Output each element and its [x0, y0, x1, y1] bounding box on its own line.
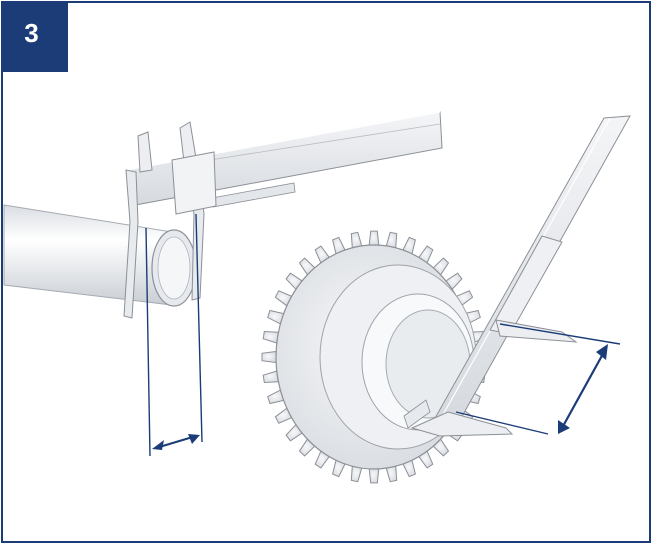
gear-tooth	[368, 468, 380, 484]
gear-tooth	[350, 231, 363, 249]
gear	[261, 230, 487, 484]
step-number: 3	[24, 18, 39, 48]
gear-tooth	[262, 370, 279, 384]
gear-tooth	[261, 350, 277, 364]
gear-tooth	[385, 231, 398, 249]
shaft	[3, 204, 197, 307]
shaft-dimension	[145, 213, 203, 457]
gear-tooth	[262, 330, 279, 344]
gear-tooth	[368, 230, 380, 246]
bore-dimension	[455, 323, 621, 435]
caliper-measuring-gear-bore	[403, 115, 631, 437]
caliper-measuring-shaft	[123, 111, 443, 319]
gear-tooth	[385, 465, 398, 483]
gear-tooth	[350, 465, 363, 483]
step-badge: 3	[1, 1, 68, 72]
